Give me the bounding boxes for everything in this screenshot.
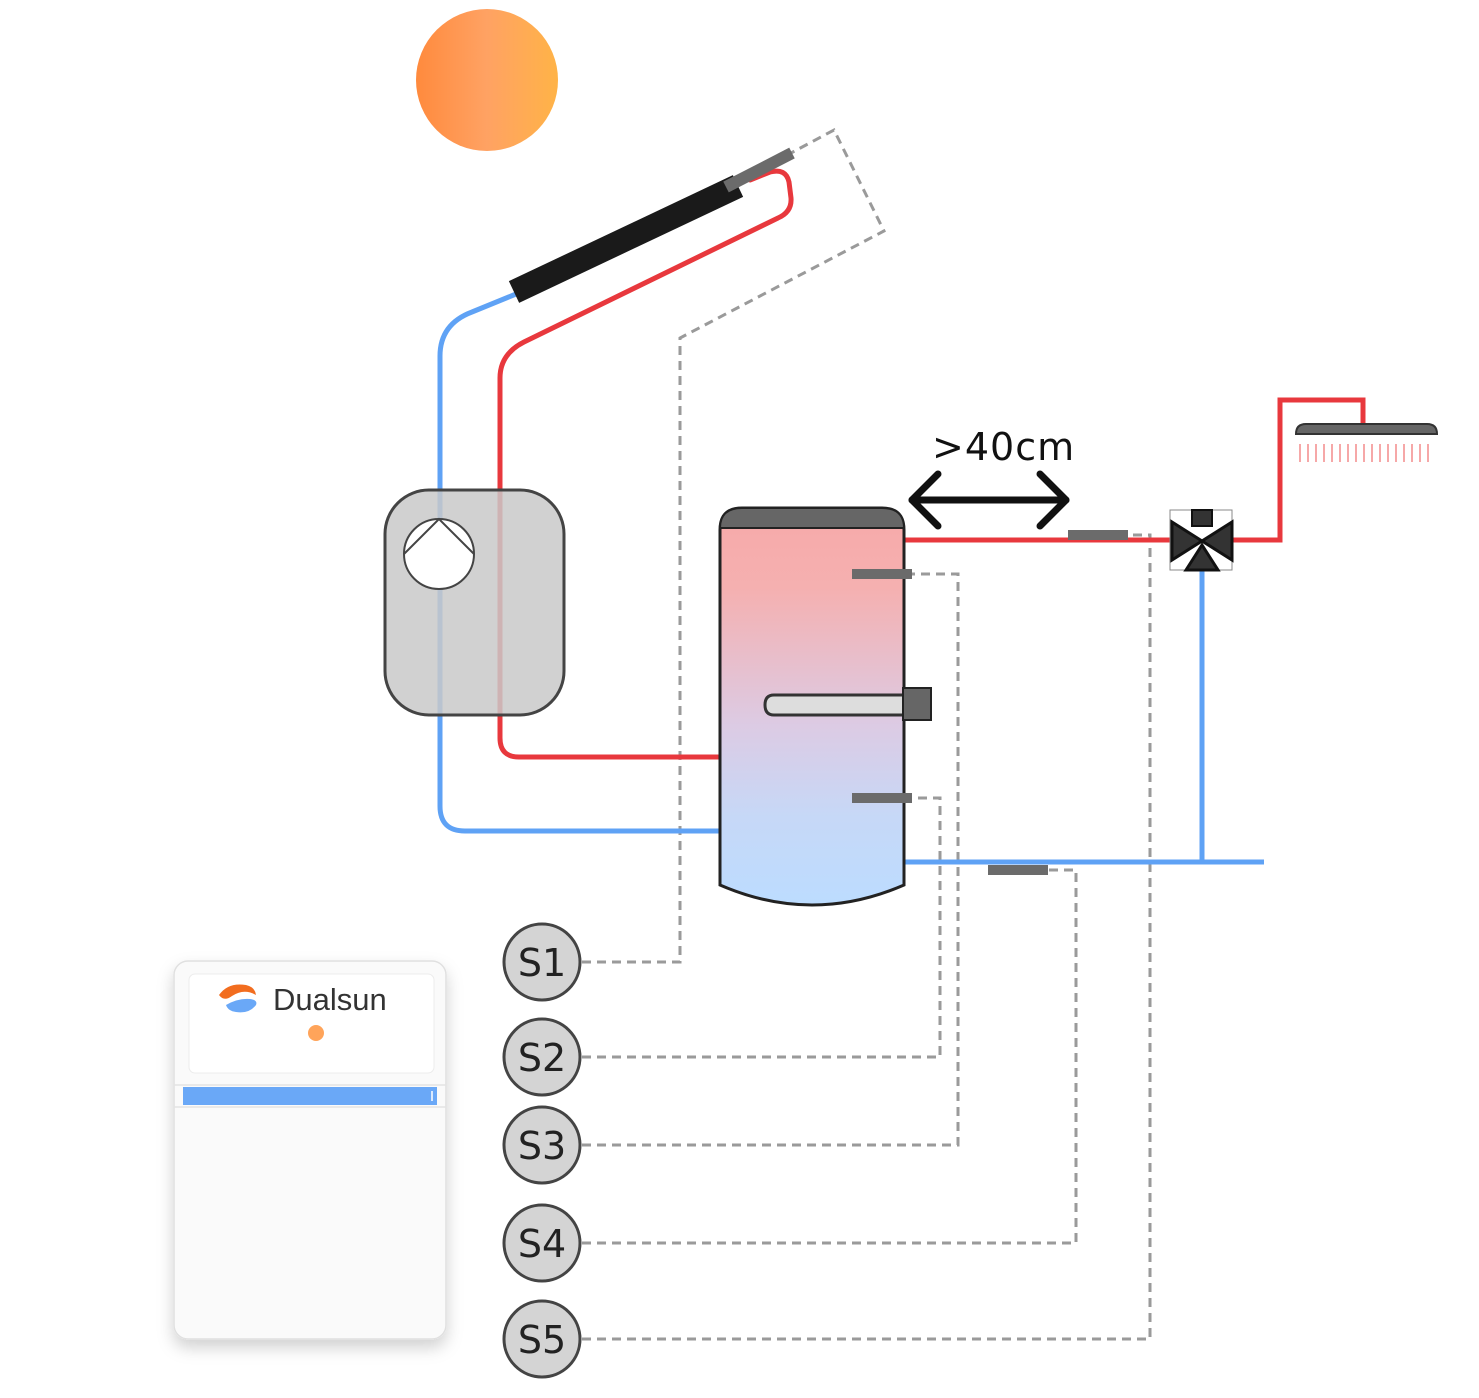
pump-station bbox=[383, 488, 566, 717]
wire-s5 bbox=[582, 533, 1152, 1341]
sensor-label: S3 bbox=[518, 1124, 566, 1168]
hot-water-tank-icon bbox=[718, 506, 932, 907]
controller-details: Dualsun bbox=[174, 973, 446, 1108]
sensor-label: S4 bbox=[518, 1222, 566, 1266]
controller-brand-label: Dualsun bbox=[273, 982, 387, 1017]
sensor-s1: S1 bbox=[502, 922, 582, 1002]
sun-icon bbox=[416, 9, 558, 151]
sensor-circle bbox=[502, 922, 582, 1002]
probe-cold-inlet bbox=[988, 865, 1048, 875]
controller-status-led bbox=[308, 1025, 324, 1041]
dualsun-logo-icon bbox=[219, 984, 257, 1013]
sensor-label: S1 bbox=[518, 941, 566, 985]
probe-tank-bottom bbox=[852, 793, 912, 803]
sensor-circle bbox=[502, 1017, 582, 1097]
sensor-probes bbox=[852, 530, 1128, 875]
wire-s1 bbox=[582, 127, 886, 964]
wire-s2 bbox=[582, 796, 942, 1059]
solar-panel-icon bbox=[508, 147, 795, 303]
sensor-label: S2 bbox=[518, 1036, 566, 1080]
controller-display-panel bbox=[188, 973, 435, 1074]
pump-icon bbox=[403, 517, 475, 590]
sensor-circle bbox=[502, 1299, 582, 1379]
sensor-s2: S2 bbox=[502, 1017, 582, 1097]
probe-tank-top bbox=[852, 569, 912, 579]
distance-arrow bbox=[908, 470, 1070, 530]
sensor-s4: S4 bbox=[502, 1203, 582, 1283]
electric-heater-icon bbox=[763, 687, 932, 721]
shower-supply-pipe bbox=[1232, 397, 1366, 543]
controller-status-bar bbox=[183, 1087, 437, 1105]
sensor-s3: S3 bbox=[502, 1105, 582, 1185]
wire-s4 bbox=[582, 868, 1078, 1245]
shower-head-icon bbox=[1294, 423, 1439, 462]
probe-hot-outlet bbox=[1068, 530, 1128, 540]
three-way-valve-icon bbox=[1169, 509, 1234, 572]
sensor-s5: S5 bbox=[502, 1299, 582, 1379]
sensor-circle bbox=[502, 1105, 582, 1185]
distance-label: >40cm bbox=[932, 425, 1075, 469]
sensor-circle bbox=[502, 1203, 582, 1283]
sensor-label: S5 bbox=[518, 1318, 566, 1362]
